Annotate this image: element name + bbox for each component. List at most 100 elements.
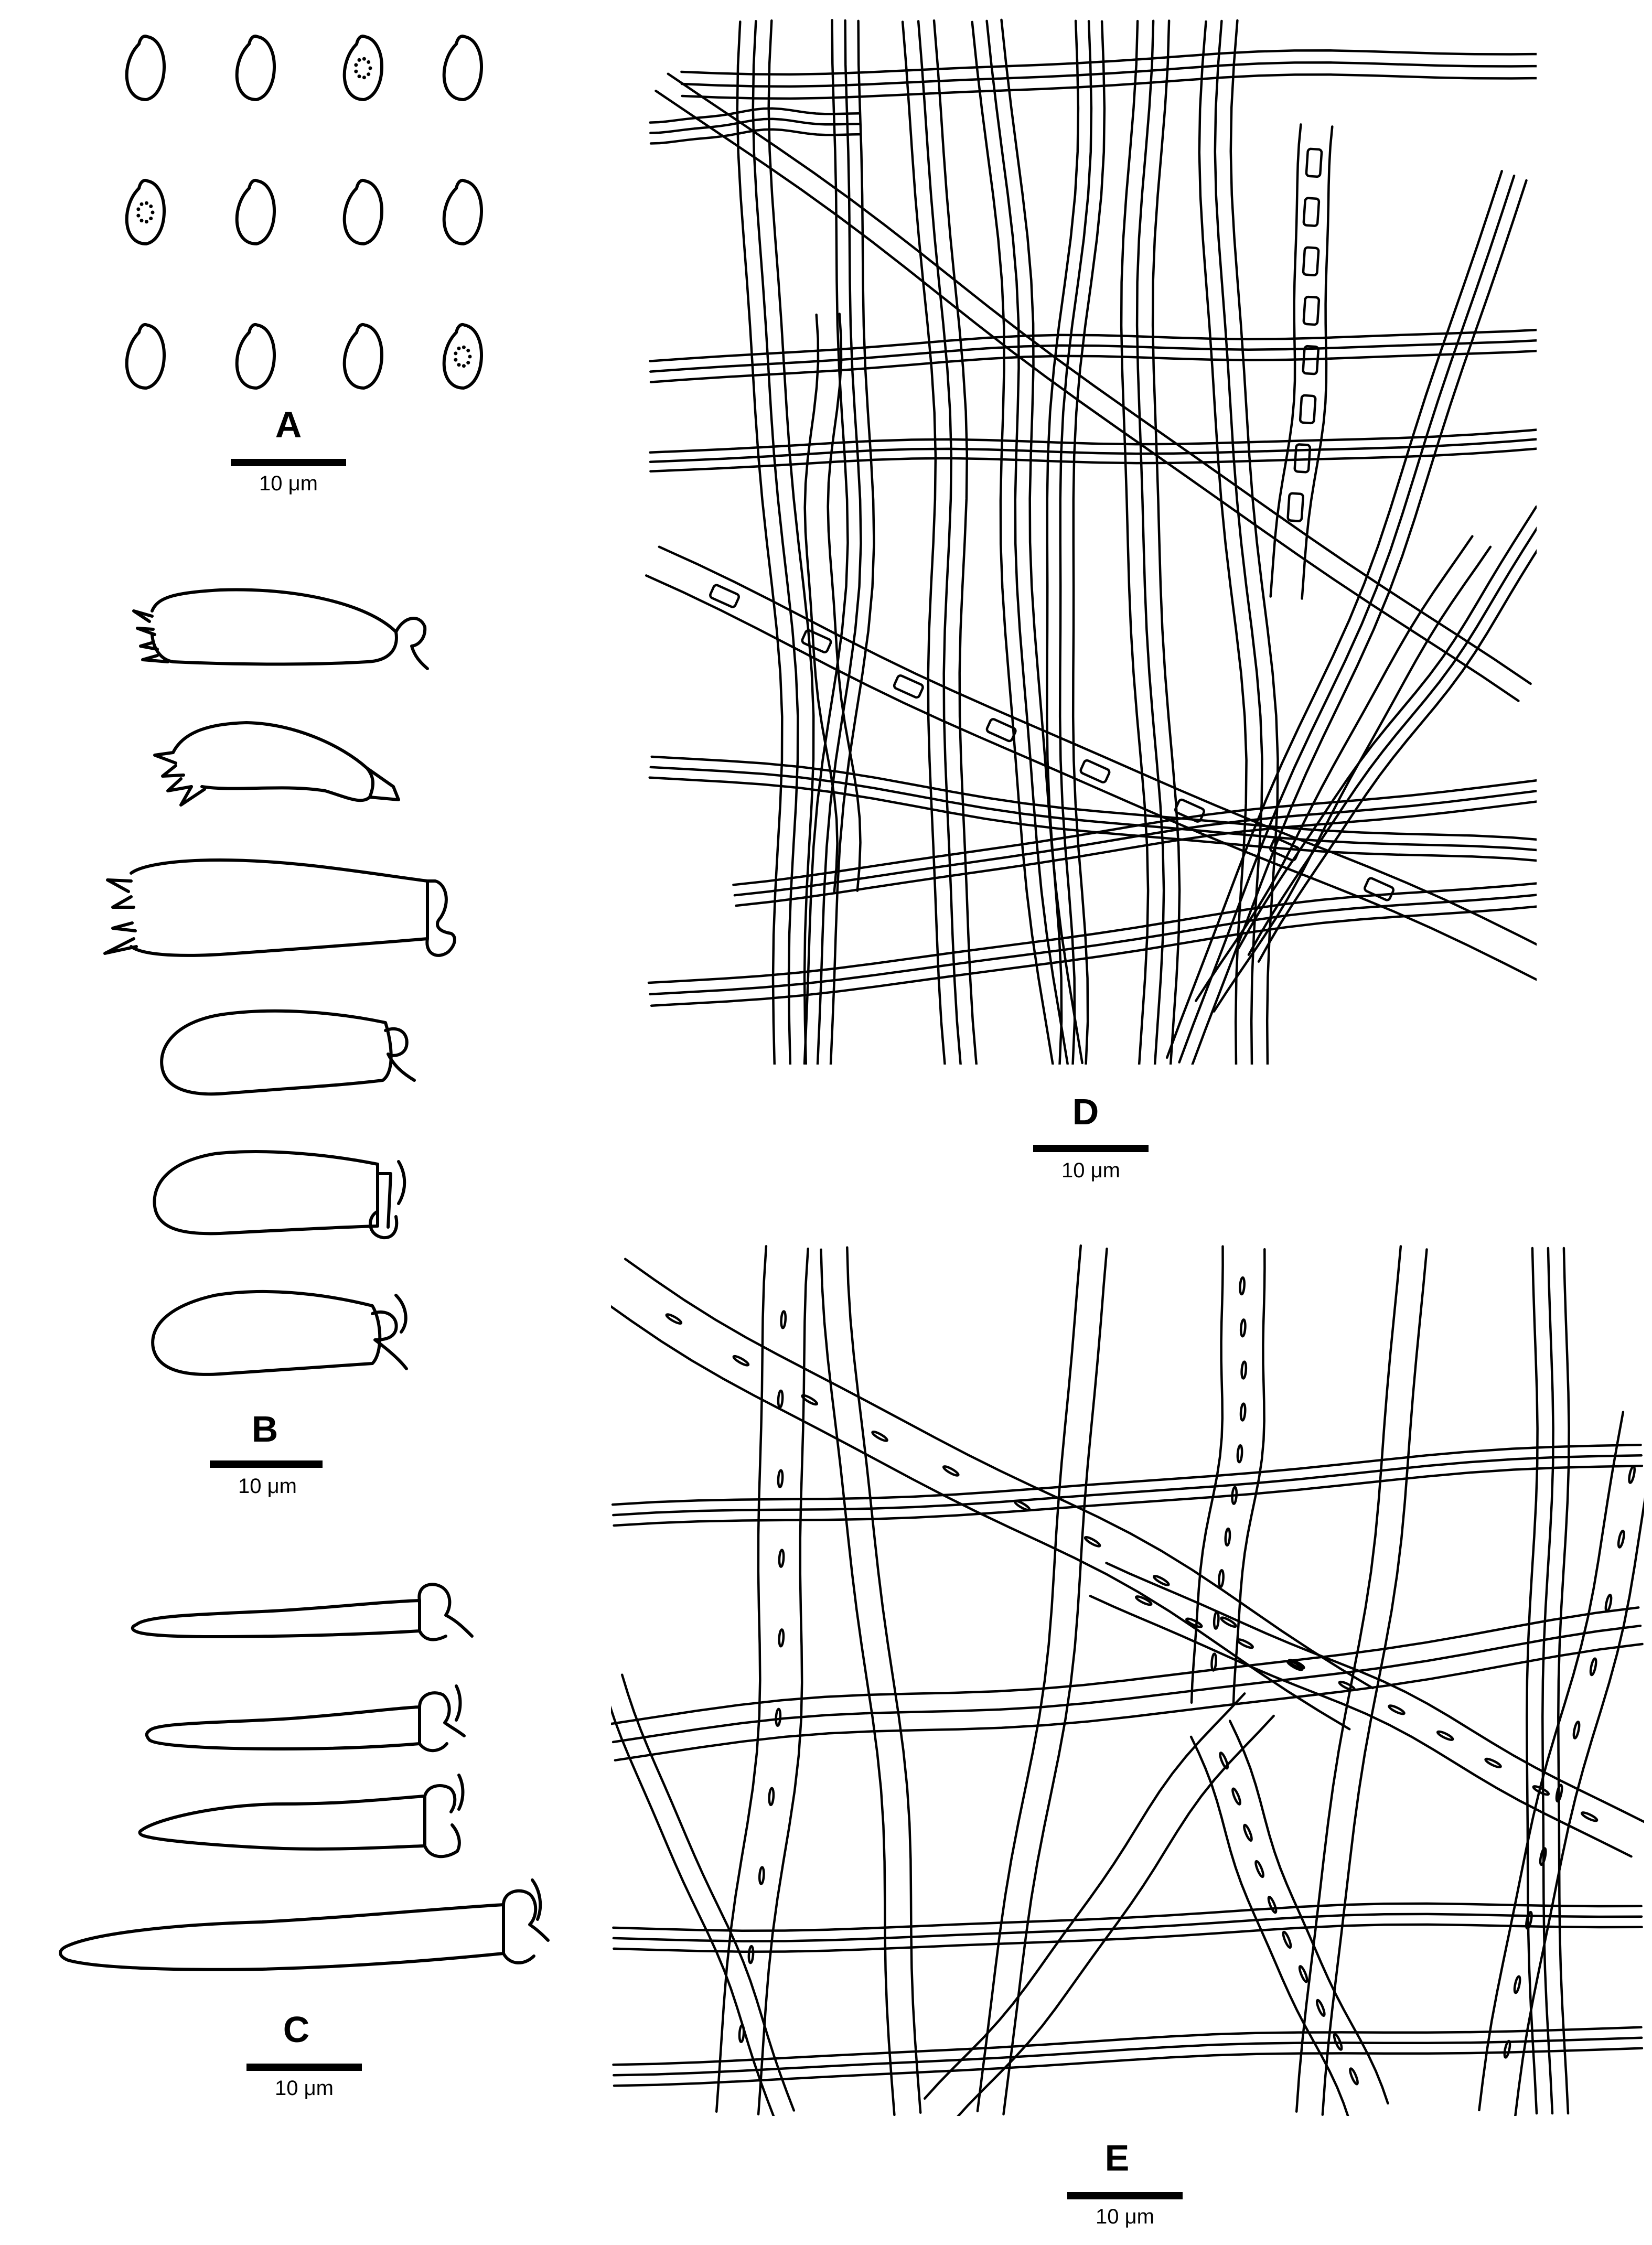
hypha-lumen-segment — [893, 674, 924, 699]
hypha-wall — [715, 1245, 768, 2113]
hypha-wall — [1046, 19, 1080, 1065]
hypha-wall — [932, 19, 978, 1065]
hypha-lumen — [1539, 1847, 1547, 1866]
hypha-wall — [1198, 20, 1248, 1065]
oil-droplet — [140, 202, 144, 206]
hypha-wall — [649, 349, 1537, 383]
hypha-wall — [1151, 19, 1181, 1065]
oil-droplet — [462, 364, 466, 368]
hypha-wall — [733, 790, 1537, 897]
hypha-lumen — [1604, 1594, 1613, 1613]
cystidiole — [145, 1684, 466, 1753]
oil-droplet — [149, 204, 153, 208]
hypha-wall — [1526, 1247, 1539, 2115]
spore — [342, 35, 383, 101]
hypha-wall — [917, 20, 962, 1065]
hypha-lumen — [1152, 1575, 1170, 1586]
hypha-wall — [820, 1248, 896, 2116]
hypha-wall — [1178, 174, 1516, 1064]
oil-droplet — [136, 207, 141, 211]
hypha-lumen-segment — [1286, 492, 1304, 522]
oil-droplet — [457, 346, 461, 350]
hypha-wall — [613, 2036, 1643, 2077]
hypha-wall — [1002, 1248, 1108, 2115]
spore — [235, 35, 276, 101]
hypha-wall — [620, 1673, 796, 2112]
hypha-wall — [752, 20, 799, 1065]
hypha-lumen — [1220, 1616, 1237, 1628]
hypha-lumen — [778, 1549, 785, 1568]
hypha-wall — [957, 1714, 1275, 2116]
hypha-wall — [1541, 1247, 1554, 2115]
hypha-wall — [1237, 505, 1537, 950]
hypha-wall — [680, 61, 1537, 88]
spore — [442, 179, 483, 245]
hypha-wall — [1301, 125, 1334, 600]
hypha-wall — [613, 1923, 1643, 1953]
hypha-wall — [649, 107, 861, 124]
hypha-lumen — [747, 1945, 755, 1964]
hypha-wall — [1189, 1735, 1349, 2116]
hypha-wall — [1105, 1562, 1644, 1823]
hypha-wall — [1247, 527, 1537, 956]
hypha-lumen — [1436, 1730, 1454, 1741]
hypha-lumen-segment — [1293, 443, 1312, 474]
oil-droplet — [466, 361, 470, 365]
hypha-wall — [735, 800, 1537, 907]
oil-droplet — [144, 220, 148, 224]
hypha-wall — [1232, 1248, 1266, 1707]
hypha-wall — [650, 905, 1537, 1007]
cystidiole — [59, 1878, 550, 1971]
hypha-lumen — [1617, 1529, 1625, 1549]
scale-text-d: 10 μm — [1061, 1159, 1120, 1182]
hypha-lumen — [1239, 1402, 1247, 1422]
cystidiole — [138, 1774, 465, 1859]
spore — [235, 323, 276, 390]
basidium — [153, 1150, 406, 1240]
hypha-lumen — [801, 1394, 819, 1406]
oil-droplet — [357, 58, 361, 62]
hypha-wall — [612, 1624, 1642, 1744]
hypha-lumen — [1224, 1527, 1231, 1547]
hypha-lumen — [1084, 1535, 1101, 1548]
hypha-wall — [1257, 549, 1537, 963]
hypha-wall — [1120, 19, 1150, 1065]
hypha-wall — [1557, 1247, 1570, 2115]
panel-label-c: C — [283, 2009, 310, 2050]
hypha-lumen — [1388, 1704, 1406, 1715]
oil-droplet — [466, 348, 470, 352]
scale-text-a: 10 μm — [259, 472, 318, 495]
hypha-wall — [971, 20, 1054, 1065]
hypha-wall — [1214, 19, 1263, 1065]
hypha-lumen — [1333, 2033, 1343, 2051]
hypha-wall — [611, 1606, 1640, 1725]
hypha-wall — [1058, 20, 1093, 1065]
hypha-lumen — [1555, 1784, 1563, 1803]
hypha-lumen — [1254, 1860, 1264, 1878]
hypha-wall — [803, 313, 839, 893]
hypha-lumen — [1282, 1930, 1292, 1949]
hypha-lumen — [768, 1787, 775, 1807]
hypha-wall — [976, 1244, 1082, 2112]
hypha-lumen — [1267, 1896, 1278, 1914]
hypha-wall — [1321, 1248, 1428, 2116]
hypha-wall — [1213, 545, 1492, 1013]
oil-droplet — [454, 351, 458, 356]
hypha-wall — [1514, 1497, 1644, 2116]
hypha-wall — [649, 894, 1537, 996]
hypha-wall — [667, 72, 1532, 685]
hypha-lumen — [1239, 1276, 1246, 1296]
hypha-lumen — [1589, 1657, 1597, 1677]
hypha-wall — [1295, 1245, 1402, 2113]
hypha-lumen — [1210, 1652, 1217, 1672]
hypha-wall — [816, 19, 862, 1065]
hypha-lumen — [1298, 1965, 1308, 1983]
hypha-wall — [1269, 123, 1302, 598]
hypha-wall — [650, 755, 1537, 841]
hypha-wall — [901, 20, 946, 1065]
spore — [442, 35, 483, 101]
spore — [125, 35, 166, 101]
oil-droplet — [136, 213, 141, 218]
